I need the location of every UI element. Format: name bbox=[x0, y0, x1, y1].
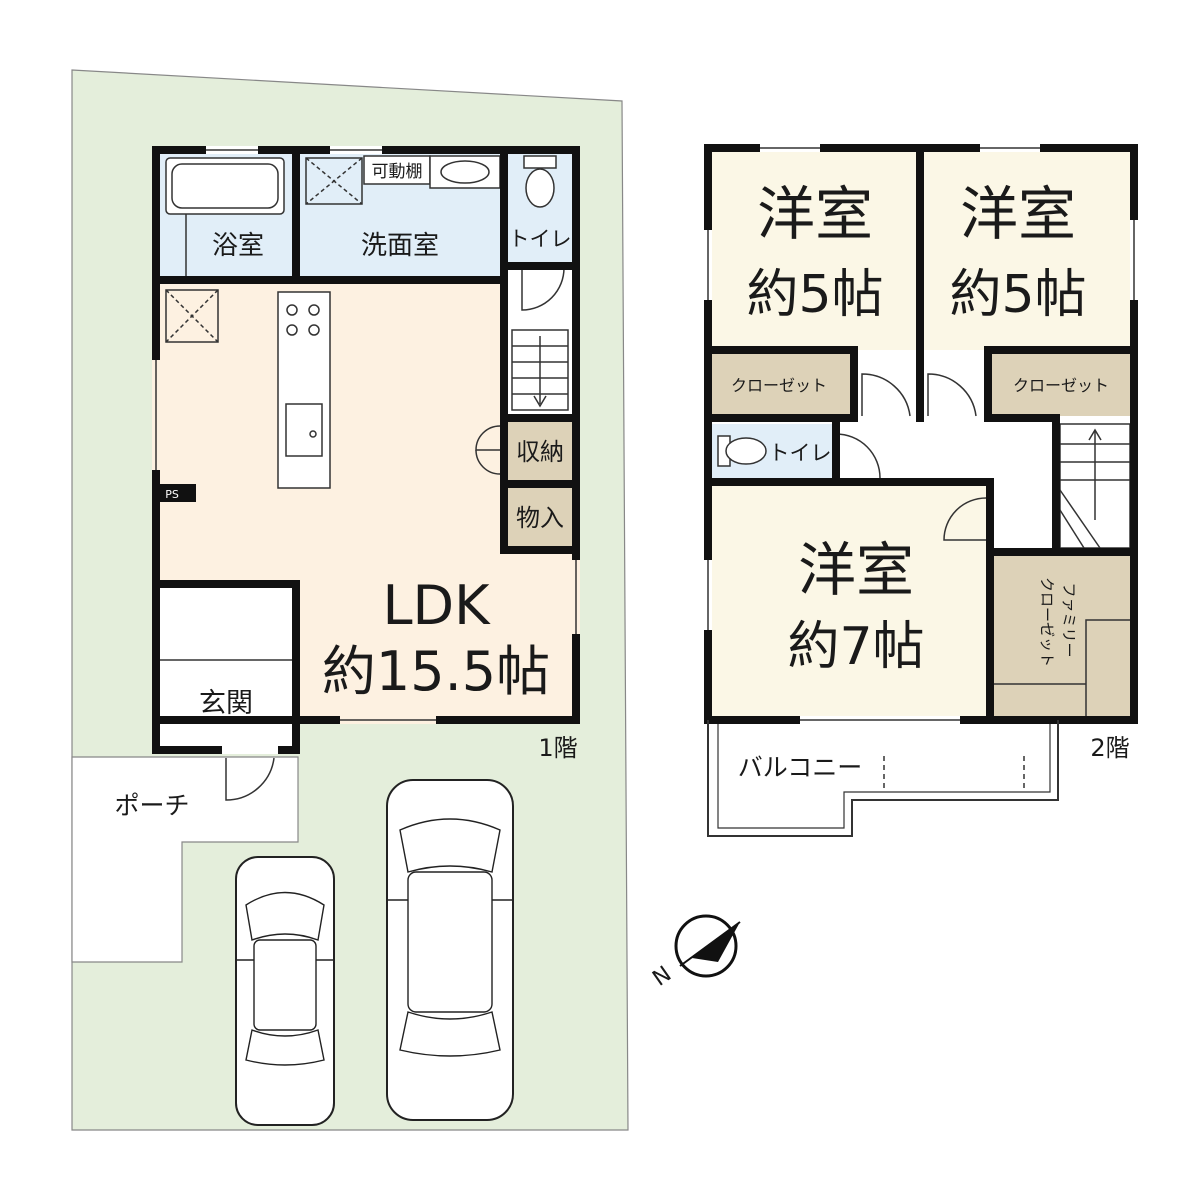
washer-icon bbox=[305, 157, 363, 205]
entrance-label: 玄関 bbox=[199, 688, 253, 719]
entrance-door-swing-icon bbox=[225, 757, 275, 801]
ldk-size-label: 約15.5帖 bbox=[322, 640, 550, 703]
room-a-size: 約5帖 bbox=[746, 265, 883, 325]
room-a-name: 洋室 bbox=[757, 180, 873, 248]
compass-north-label: N bbox=[648, 962, 676, 992]
room-c-floor bbox=[712, 486, 988, 718]
room-b-name: 洋室 bbox=[960, 180, 1076, 248]
door-swing-icon bbox=[521, 267, 565, 311]
closet-a-label: クローゼット bbox=[731, 376, 827, 395]
sink-icon bbox=[429, 155, 501, 189]
balcony-label: バルコニー bbox=[738, 753, 863, 782]
car-large-icon bbox=[386, 779, 514, 1121]
storage-label: 収納 bbox=[516, 438, 564, 466]
floor1-windows bbox=[152, 146, 580, 754]
room-b-floor bbox=[924, 150, 1132, 350]
room-c-name: 洋室 bbox=[798, 536, 914, 604]
closet-floor bbox=[504, 486, 576, 550]
bathtub-icon bbox=[165, 157, 285, 278]
floor2-label: 2階 bbox=[1090, 734, 1129, 762]
storage-door-icon bbox=[475, 425, 501, 475]
room-a-floor bbox=[710, 150, 920, 350]
kitchen-counter-icon bbox=[277, 291, 331, 489]
porch-area bbox=[71, 756, 299, 963]
car-small-icon bbox=[235, 856, 335, 1126]
shelf-label: 可動棚 bbox=[372, 162, 423, 182]
family-closet-shelf bbox=[994, 619, 1130, 718]
bath-label: 浴室 bbox=[212, 231, 264, 261]
ldk-name-label: LDK bbox=[382, 574, 491, 637]
family-closet-label-2: クローゼット bbox=[1038, 577, 1056, 667]
washroom-label: 洗面室 bbox=[361, 231, 439, 261]
family-closet-label-1: ファミリー bbox=[1060, 582, 1078, 657]
door-swing-2f-icon bbox=[835, 373, 987, 541]
room-c-size: 約7帖 bbox=[787, 617, 924, 677]
toilet-label: トイレ bbox=[509, 227, 572, 251]
balcony-rail bbox=[883, 756, 1025, 792]
stairs-1f-icon bbox=[511, 329, 569, 411]
floor2-windows bbox=[704, 144, 1138, 724]
toilet-2f-icon bbox=[717, 435, 767, 467]
closet-b-floor bbox=[992, 352, 1130, 416]
room-b-size: 約5帖 bbox=[949, 265, 1086, 325]
floor1-label: 1階 bbox=[538, 734, 577, 762]
entrance-floor bbox=[156, 584, 296, 750]
balcony-floor bbox=[708, 722, 1058, 834]
toilet-2f-label: トイレ bbox=[769, 441, 832, 465]
closet-label: 物入 bbox=[516, 504, 564, 532]
closet-b-label: クローゼット bbox=[1013, 376, 1109, 395]
family-closet-floor bbox=[994, 554, 1130, 718]
stairs-2f-icon bbox=[1059, 423, 1131, 549]
closet-a-floor bbox=[712, 352, 850, 416]
ps-box bbox=[160, 484, 196, 502]
balcony-outline bbox=[707, 720, 1059, 837]
fridge-icon bbox=[165, 289, 219, 343]
ps-label: PS bbox=[165, 488, 179, 501]
compass-icon bbox=[674, 914, 741, 978]
toilet-icon bbox=[523, 155, 557, 208]
porch-label: ポーチ bbox=[114, 791, 189, 820]
storage-floor bbox=[504, 420, 576, 482]
